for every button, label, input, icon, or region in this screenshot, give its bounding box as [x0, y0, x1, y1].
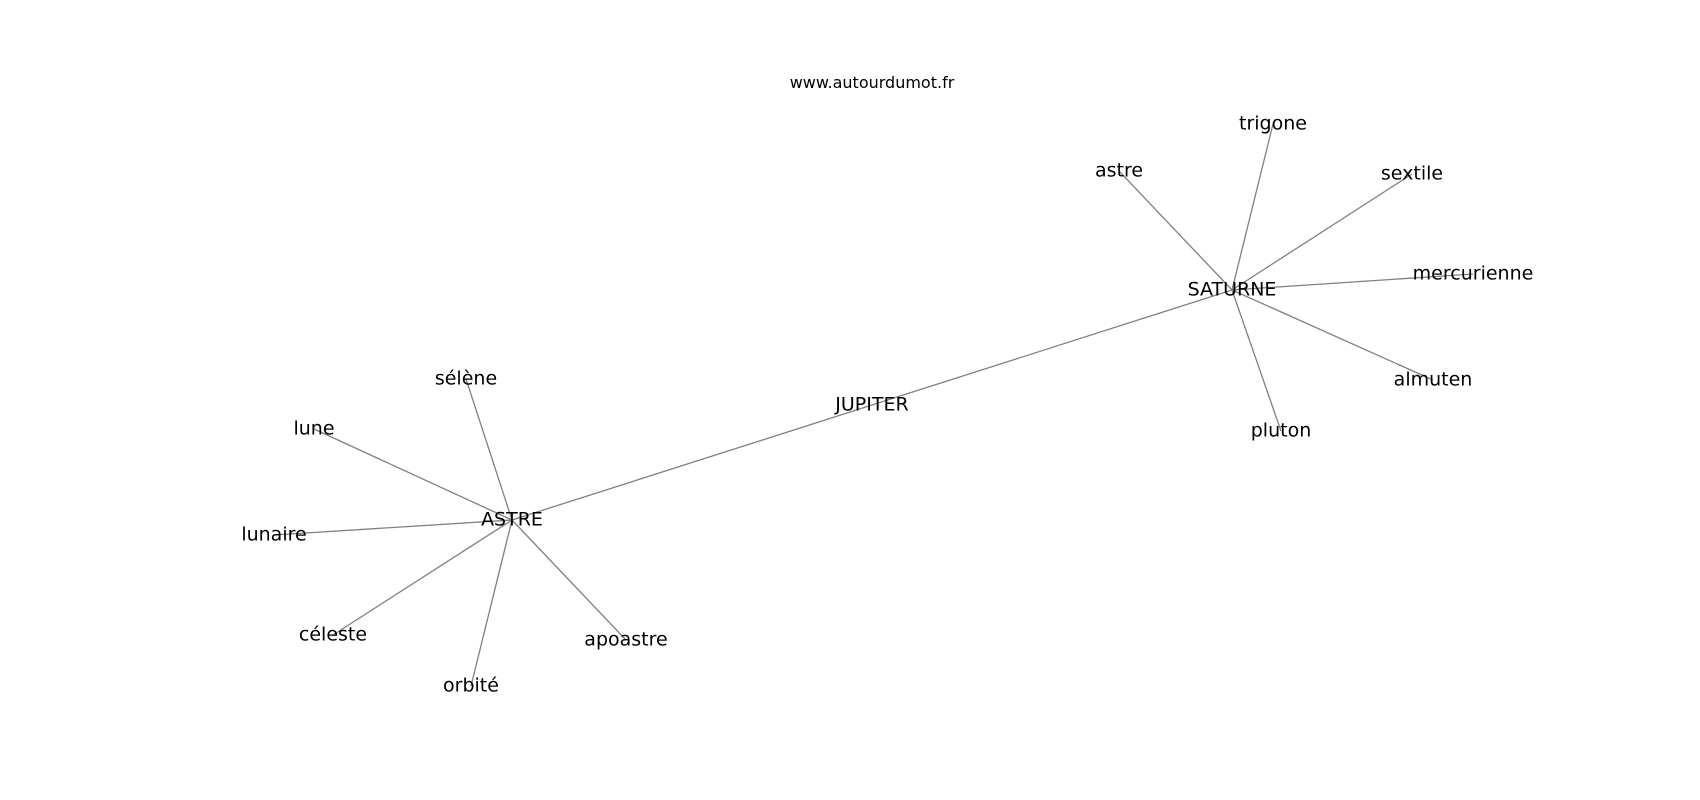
node-lune: lune: [293, 418, 334, 440]
edge-saturne-sextile: [1231, 173, 1413, 291]
edge-astre-celeste: [332, 519, 513, 636]
edge-saturne-trigone: [1231, 123, 1274, 291]
node-almuten: almuten: [1394, 369, 1473, 391]
node-sextile: sextile: [1381, 163, 1443, 185]
edge-astre-orbite: [470, 519, 513, 687]
node-mercurienne: mercurienne: [1413, 263, 1534, 285]
edge-astre-lunaire: [273, 519, 513, 536]
edge-astre-jupiter: [511, 404, 873, 521]
source-label: www.autourdumot.fr: [790, 73, 955, 92]
nodes-group: JUPITER ASTRE SATURNE sélène lune lunaire céle…: [241, 113, 1533, 697]
node-pluton: pluton: [1251, 420, 1312, 442]
node-orbite: orbité: [443, 675, 499, 697]
node-trigone: trigone: [1239, 113, 1307, 135]
edges-group: [273, 123, 1474, 687]
edge-saturne-astre: [1118, 170, 1233, 291]
edge-saturne-pluton: [1231, 289, 1282, 432]
edge-astre-lune: [313, 428, 513, 521]
node-astre: ASTRE: [481, 509, 543, 531]
node-celeste: céleste: [299, 624, 367, 646]
node-saturne: SATURNE: [1188, 279, 1277, 301]
edge-jupiter-saturne: [871, 289, 1233, 406]
node-astre: astre: [1095, 160, 1143, 182]
edge-saturne-mercurienne: [1231, 273, 1474, 291]
node-apoastre: apoastre: [584, 629, 667, 651]
node-selene: sélène: [435, 368, 497, 390]
node-jupiter: JUPITER: [834, 394, 908, 416]
edge-astre-selene: [465, 378, 513, 521]
edge-astre-apoastre: [511, 519, 627, 641]
edge-saturne-almuten: [1231, 289, 1434, 381]
node-lunaire: lunaire: [241, 524, 306, 546]
